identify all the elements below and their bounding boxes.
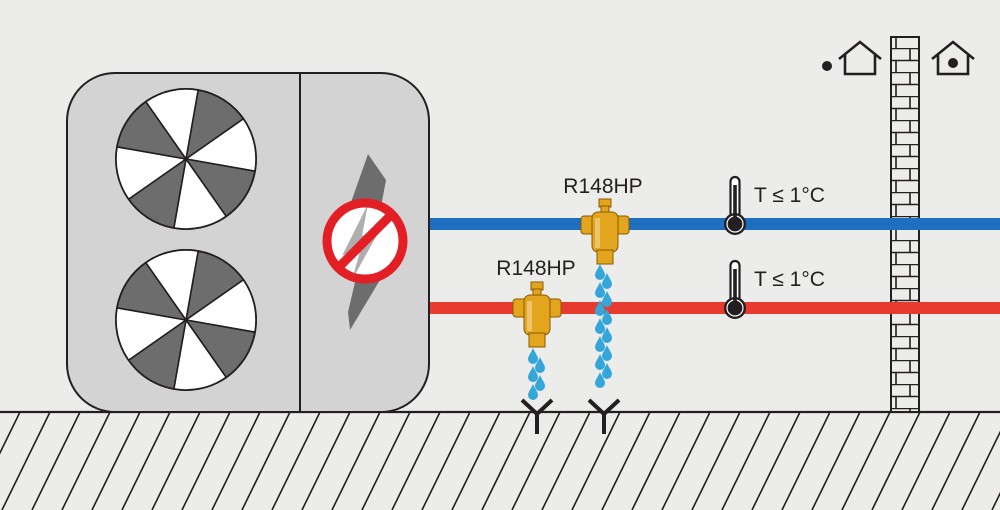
hatch-line [481, 412, 531, 510]
valve-left-label: R148HP [496, 257, 575, 280]
hatch-line [511, 412, 561, 510]
water-drop [595, 282, 605, 298]
water-drops-left [528, 348, 545, 400]
water-drop [535, 357, 545, 373]
drain-y-icon [587, 398, 621, 434]
water-drop [595, 336, 605, 352]
water-drop [595, 318, 605, 334]
water-drop [595, 264, 605, 280]
hatch-line [361, 412, 411, 510]
heat-pump-unit [66, 72, 430, 413]
hatch-line [1, 412, 51, 510]
water-drop [528, 366, 538, 382]
water-drop [528, 348, 538, 364]
hatch-line [661, 412, 711, 510]
thermo-mercury [733, 269, 737, 303]
hatch-line [421, 412, 471, 510]
drain-left [520, 398, 554, 434]
prohibition-bar [335, 211, 395, 271]
hatch-line [541, 412, 591, 510]
hatch-line [31, 412, 81, 510]
outdoor-dot [822, 61, 832, 71]
house-outdoor-icon [822, 40, 882, 76]
hatch-line [631, 412, 681, 510]
house-indoor-icon [931, 40, 975, 76]
hatch-line [871, 412, 921, 510]
water-drop [602, 363, 612, 379]
fan-blade [144, 249, 200, 323]
ground [0, 410, 1000, 510]
indoor-house [931, 40, 975, 76]
water-drop [602, 327, 612, 343]
thermo-mercury [733, 185, 737, 219]
valve-highlight [595, 218, 600, 248]
water-drop [595, 354, 605, 370]
hatch-line [691, 412, 741, 510]
hatch-line [451, 412, 501, 510]
thermometer-icon [724, 175, 746, 235]
valve-outlet [596, 249, 614, 265]
ground-hatching [0, 412, 1000, 510]
water-drop [602, 273, 612, 289]
thermometer-icon [724, 259, 746, 319]
hatch-line [181, 412, 231, 510]
hatch-line [931, 412, 981, 510]
water-drop [535, 375, 545, 391]
valve-stem [600, 205, 610, 213]
fan-top [115, 88, 257, 230]
hatch-line [721, 412, 771, 510]
hatch-line [751, 412, 801, 510]
hatch-line [391, 412, 441, 510]
prohibited-lightning-icon [322, 154, 408, 330]
hatch-line [811, 412, 861, 510]
water-drop [595, 300, 605, 316]
valve-left [512, 281, 562, 348]
valve-highlight [527, 301, 532, 331]
hatch-line [331, 412, 381, 510]
valve-stem [532, 288, 542, 296]
supply-temp-label: T ≤ 1°C [754, 184, 825, 207]
hatch-line [901, 412, 951, 510]
water-drop [602, 291, 612, 307]
hatch-line [241, 412, 291, 510]
water-drops-right [595, 264, 612, 388]
water-drop [595, 372, 605, 388]
valve-right [580, 198, 630, 265]
hatch-line [601, 412, 651, 510]
hatch-line [841, 412, 891, 510]
hatch-line [301, 412, 351, 510]
drain-y-icon [520, 398, 554, 434]
valve-right-label: R148HP [563, 175, 642, 198]
fan-bottom [115, 249, 257, 391]
hatch-line [271, 412, 321, 510]
fan-blade [144, 88, 200, 162]
indoor-dot [948, 58, 958, 68]
hatch-line [151, 412, 201, 510]
water-drop [528, 384, 538, 400]
outdoor-house [838, 40, 882, 76]
hatch-line [781, 412, 831, 510]
hatch-line [211, 412, 261, 510]
hatch-line [961, 430, 1000, 510]
supply-pipe [430, 218, 1000, 230]
hatch-line [121, 412, 171, 510]
drain-right [587, 398, 621, 434]
water-drop [602, 309, 612, 325]
return-pipe [430, 302, 1000, 314]
water-drop [602, 345, 612, 361]
return-temp-label: T ≤ 1°C [754, 268, 825, 291]
valve-outlet [528, 332, 546, 348]
hatch-line [0, 412, 21, 455]
hatch-line [571, 412, 621, 510]
hatch-line [61, 412, 111, 510]
hatch-line [91, 412, 141, 510]
hatch-line [991, 491, 1000, 510]
